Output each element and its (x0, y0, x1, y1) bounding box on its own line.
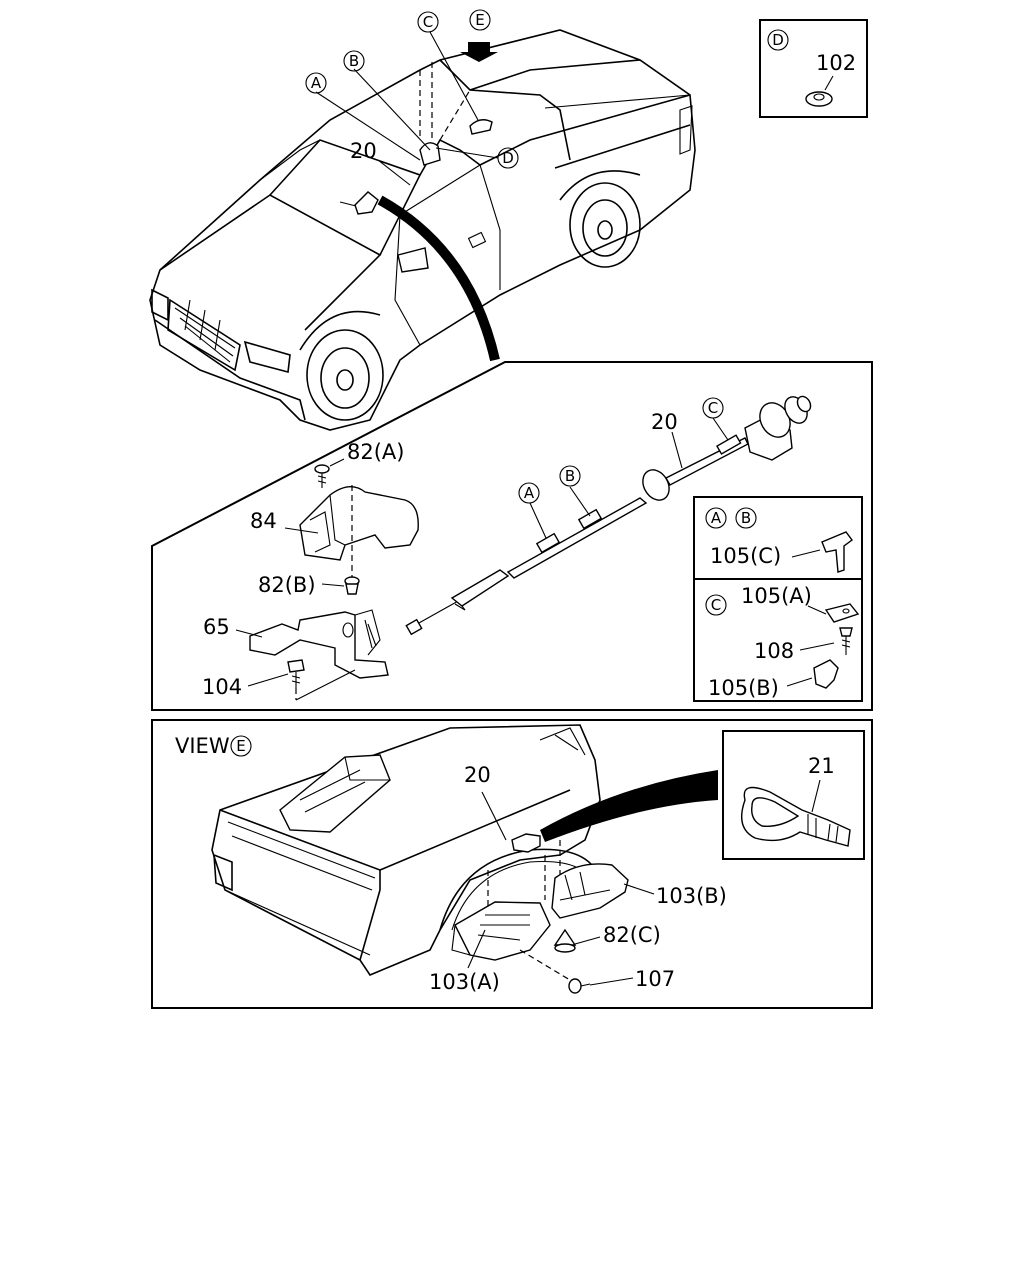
detail-callout-b: B (559, 465, 581, 487)
clip-box: A B 105(C) C 105(A) 108 105(B) (693, 496, 863, 702)
view-e-box: VIEW E (151, 719, 873, 1009)
detail-box (151, 361, 873, 711)
guard-103b-label: 103(B) (656, 884, 727, 908)
callout-e-text: E (475, 11, 484, 29)
detail-callout-b-text: B (565, 467, 575, 485)
lever-bracket (249, 611, 389, 679)
detail-callout-a: A (518, 482, 540, 504)
bolt-82b-label: 82(B) (258, 573, 316, 597)
clip-82c-label: 82(C) (603, 923, 661, 947)
guard-103b (551, 863, 629, 919)
view-title: VIEW (175, 734, 230, 758)
callout-d: D (497, 147, 519, 169)
clip-ab-letter-b: B (741, 509, 751, 527)
view-cable-label: 20 (464, 763, 491, 787)
guard-103a-label: 103(A) (429, 970, 500, 994)
inset-d-box: D 102 (759, 19, 868, 118)
detail-callout-c-text: C (708, 399, 718, 417)
clip-108-label: 108 (754, 639, 794, 663)
screw-107-label: 107 (635, 967, 675, 991)
grommet-icon (805, 91, 833, 107)
tie-inset: 21 (722, 730, 865, 860)
callout-a-text: A (311, 74, 322, 92)
clip-105c-label: 105(C) (710, 544, 781, 568)
truck-cable-label: 20 (350, 139, 377, 163)
detail-callout-a-text: A (524, 484, 535, 502)
clip-105b-label: 105(B) (708, 676, 779, 700)
guard-103a (454, 901, 551, 961)
inset-d-part: 102 (816, 51, 856, 75)
callout-c-text: C (423, 13, 433, 31)
bolt-104-label: 104 (202, 675, 242, 699)
lever-cover (299, 486, 419, 561)
bolt-82a-label: 82(A) (347, 440, 404, 464)
callout-b-text: B (349, 52, 359, 70)
callout-e: E (469, 9, 491, 31)
inset-d-letter: D (772, 31, 784, 49)
clip-105a-label: 105(A) (741, 584, 812, 608)
bracket-65-label: 65 (203, 615, 230, 639)
truck-overview (149, 29, 696, 431)
tie-21-label: 21 (808, 754, 835, 778)
detail-callout-c: C (702, 397, 724, 419)
clip-105b-icon (813, 659, 839, 689)
callout-d-text: D (502, 149, 514, 167)
view-letter: E (236, 737, 245, 755)
clip-c-letter: C (711, 596, 721, 614)
cover-84-label: 84 (250, 509, 277, 533)
clip-ab-letter-a: A (711, 509, 722, 527)
clip-105a-icon (824, 603, 860, 623)
callout-c: C (417, 11, 439, 33)
clip-105c-icon (821, 531, 853, 573)
view-pointer (540, 770, 718, 842)
callout-b: B (343, 50, 365, 72)
detail-cable-label: 20 (651, 410, 678, 434)
callout-a: A (305, 72, 327, 94)
